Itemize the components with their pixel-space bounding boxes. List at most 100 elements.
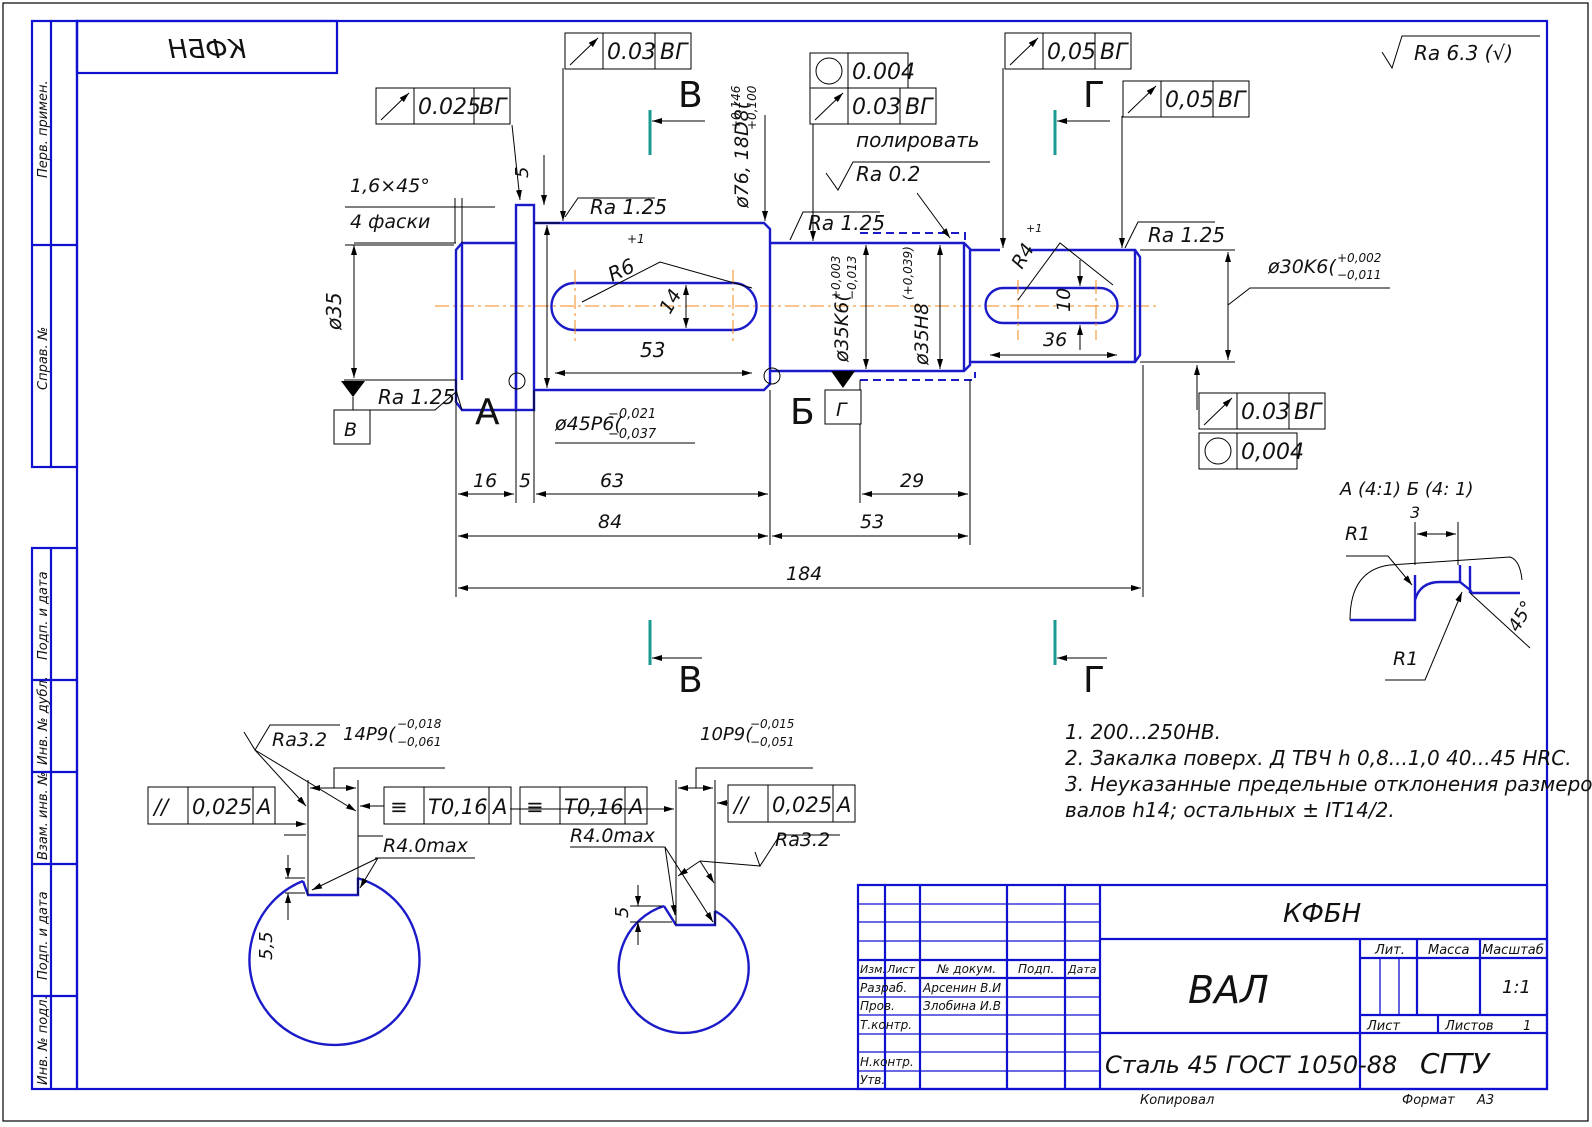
svg-text:+0,002: +0,002	[1337, 251, 1381, 265]
strip-label: Перв. примен.	[36, 80, 51, 178]
svg-text:Ra 1.25: Ra 1.25	[378, 385, 455, 409]
svg-text:Ra 1.25: Ra 1.25	[590, 195, 667, 219]
top-code: КФБН	[168, 35, 246, 65]
tolerance-datum: ВГ	[1294, 400, 1323, 425]
svg-text:Т.контр.: Т.контр.	[860, 1018, 912, 1032]
shaft-outline	[454, 203, 1142, 412]
svg-text:1,6×45°: 1,6×45°	[350, 175, 430, 197]
svg-text:−0,021: −0,021	[608, 407, 656, 422]
svg-text:Г: Г	[1083, 660, 1105, 701]
svg-text:Ra 6.3 (√): Ra 6.3 (√)	[1414, 41, 1513, 65]
dimension-lines	[344, 115, 1390, 597]
svg-text:16: 16	[473, 470, 497, 492]
tolerance-value: 0,004	[1241, 440, 1304, 465]
svg-text:63: 63	[600, 470, 624, 492]
svg-text:29: 29	[900, 470, 924, 492]
runout-icon	[569, 37, 599, 66]
svg-text:4 фаски: 4 фаски	[350, 211, 430, 233]
leader-lines	[370, 68, 1215, 411]
svg-text:Пров.: Пров.	[860, 999, 895, 1013]
svg-text:Подп.: Подп.	[1018, 962, 1054, 976]
svg-text:53: 53	[640, 338, 665, 362]
svg-text:2. Закалка поверх. Д ТВЧ h 0,8: 2. Закалка поверх. Д ТВЧ h 0,8...1,0 40.…	[1065, 746, 1572, 770]
svg-text:Утв.: Утв.	[860, 1073, 885, 1087]
svg-text:Лист: Лист	[1366, 1019, 1400, 1034]
tolerance-datum: ВГ	[660, 40, 689, 65]
svg-text:+1: +1	[627, 232, 645, 246]
svg-text:Б: Б	[790, 392, 815, 433]
strip-label: Подп. и дата	[36, 891, 51, 980]
frame-text: //	[152, 795, 170, 819]
svg-text:полировать: полировать	[856, 128, 980, 152]
svg-text:R1: R1	[1345, 523, 1370, 545]
svg-text:3: 3	[1410, 503, 1420, 522]
svg-text:5: 5	[612, 907, 633, 918]
strip-label: Справ. №	[36, 327, 51, 390]
svg-text:А (4:1) Б (4: 1): А (4:1) Б (4: 1)	[1339, 479, 1474, 500]
strip-label: Подп. и дата	[36, 571, 51, 660]
svg-text:Лит.: Лит.	[1374, 943, 1405, 958]
frame-text: T0,16	[428, 795, 488, 819]
svg-text:R4: R4	[1007, 240, 1039, 273]
svg-text:−0,051: −0,051	[750, 735, 794, 749]
svg-text:36: 36	[1043, 329, 1067, 351]
svg-text:−0,011: −0,011	[1337, 268, 1381, 282]
svg-text:−0,037: −0,037	[608, 427, 657, 442]
frame-text: ≡	[526, 795, 544, 819]
runout-icon	[1127, 85, 1157, 114]
svg-text:3. Неуказанные предельные откл: 3. Неуказанные предельные отклонения раз…	[1065, 772, 1592, 796]
svg-text:Копировал: Копировал	[1140, 1093, 1214, 1108]
svg-text:10P9(: 10P9(	[700, 724, 753, 745]
svg-text:1:1: 1:1	[1502, 977, 1531, 998]
svg-text:−0,018: −0,018	[397, 717, 442, 731]
svg-text:5: 5	[512, 167, 533, 178]
svg-text:Злобина И.В: Злобина И.В	[923, 999, 1001, 1013]
tolerance-value: 0.03	[1241, 400, 1290, 425]
svg-text:Масса: Масса	[1428, 943, 1469, 958]
frame-text: 0,025	[772, 793, 832, 817]
runout-icon	[1203, 397, 1233, 426]
svg-text:В: В	[678, 75, 703, 116]
technical-notes: 1. 200...250HB. 2. Закалка поверх. Д ТВЧ…	[1065, 720, 1592, 822]
svg-text:ø76, 18D8(: ø76, 18D8(	[731, 100, 753, 209]
svg-text:Г: Г	[836, 399, 848, 421]
svg-text:+1: +1	[1026, 222, 1042, 235]
tolerance-frame: 0,004	[1198, 432, 1304, 470]
svg-text:5: 5	[519, 470, 531, 492]
frame-text: A	[491, 795, 507, 819]
tolerance-value: 0,05	[1165, 88, 1214, 113]
svg-text:+0,146: +0,146	[729, 85, 743, 130]
svg-text:1. 200...250HB.: 1. 200...250HB.	[1065, 720, 1221, 744]
tolerance-frame: 0.004	[809, 52, 915, 90]
tolerance-datum: ВГ	[1218, 88, 1247, 113]
side-strip: Перв. примен. Справ. № Подп. и дата Инв.…	[30, 19, 79, 1091]
svg-text:Ra3.2: Ra3.2	[272, 729, 327, 751]
svg-text:А3: А3	[1476, 1093, 1494, 1108]
svg-text:валов h14; остальных ± IT14/2.: валов h14; остальных ± IT14/2.	[1065, 798, 1395, 822]
svg-text:А: А	[475, 392, 500, 433]
svg-text:+0,003: +0,003	[829, 256, 843, 300]
svg-text:14: 14	[655, 286, 686, 318]
svg-text:Листов: Листов	[1444, 1019, 1494, 1034]
svg-text:Дата: Дата	[1067, 963, 1097, 976]
svg-text:КФБН: КФБН	[1283, 899, 1361, 929]
svg-text:R6: R6	[604, 254, 638, 287]
title-block: Изм. Лист № докум. Подп. Дата Разраб. Ар…	[856, 883, 1549, 1108]
svg-text:Арсенин В.И: Арсенин В.И	[922, 981, 1001, 995]
svg-text:Н.контр.: Н.контр.	[860, 1055, 914, 1069]
svg-text:Сталь 45 ГОСТ 1050-88: Сталь 45 ГОСТ 1050-88	[1105, 1051, 1397, 1079]
svg-text:Ra 1.25: Ra 1.25	[808, 211, 885, 235]
frame-text: //	[732, 793, 750, 817]
svg-text:Изм.: Изм.	[860, 963, 886, 976]
svg-text:5,5: 5,5	[256, 931, 277, 960]
svg-text:Разраб.: Разраб.	[860, 981, 907, 995]
svg-text:R4.0max: R4.0max	[383, 835, 469, 857]
roundness-icon	[1204, 437, 1232, 465]
svg-text:−0,015: −0,015	[750, 717, 794, 731]
